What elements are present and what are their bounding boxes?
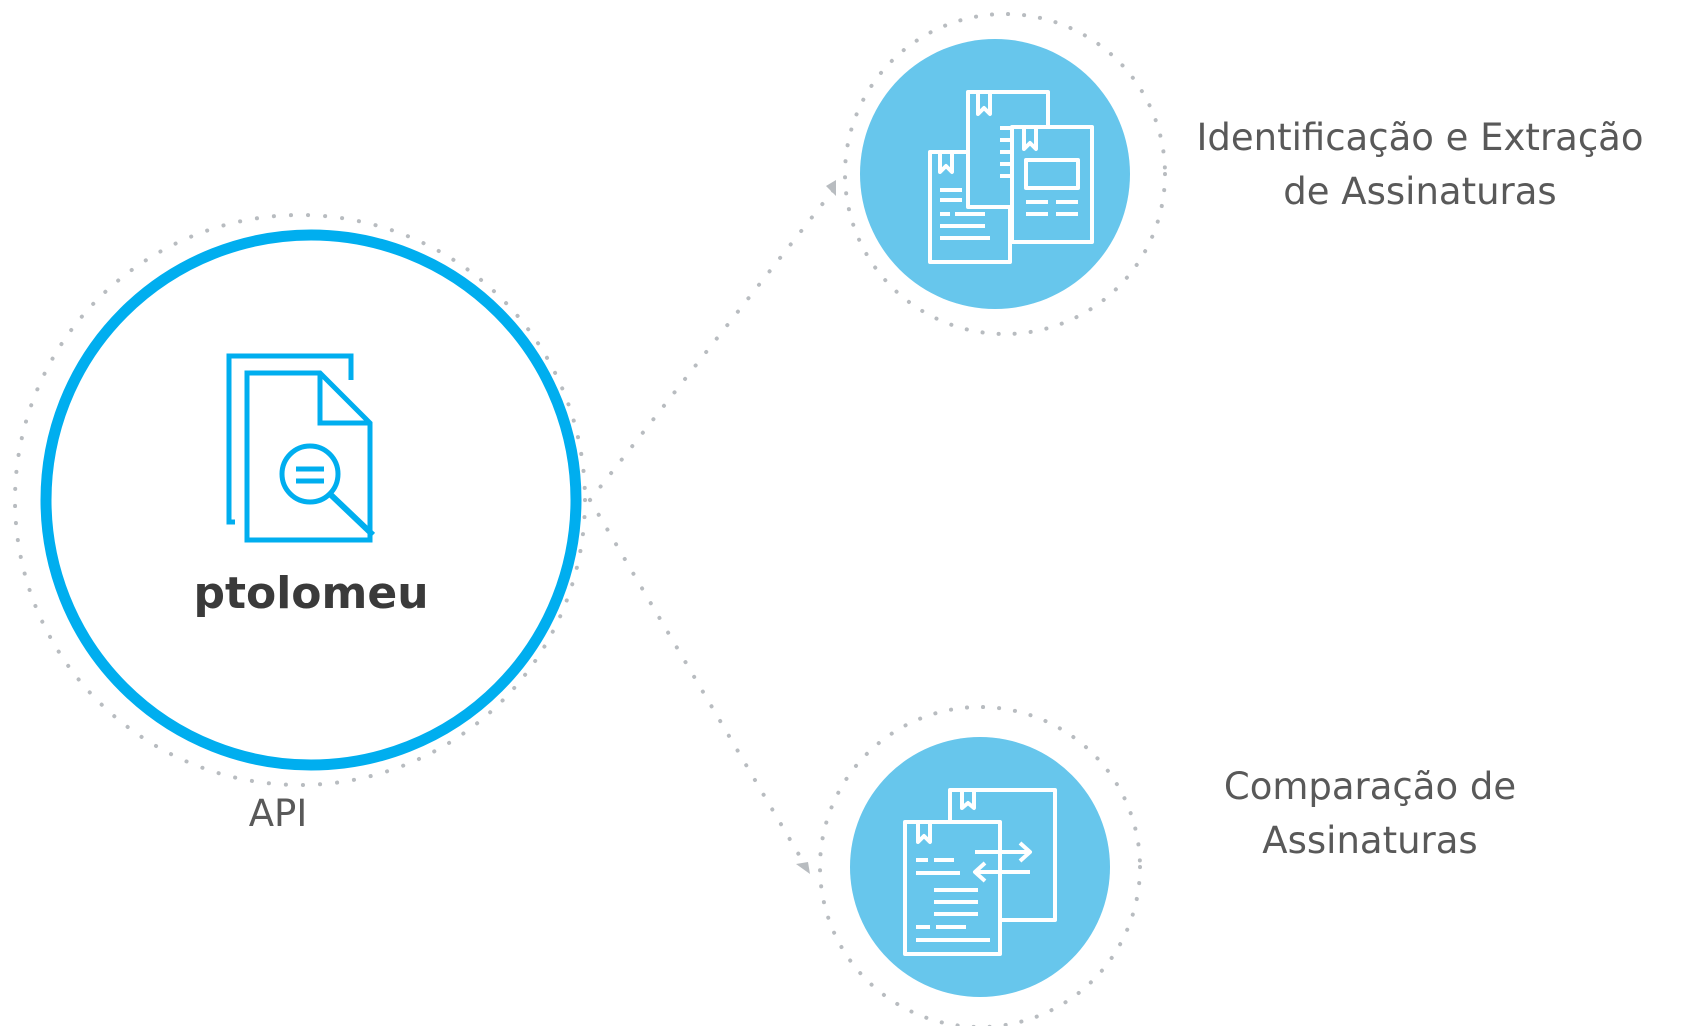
arrowhead-comparison xyxy=(796,862,810,874)
documents-stack-icon xyxy=(928,90,1094,264)
comparison-node xyxy=(818,705,1142,1026)
arrowheads xyxy=(796,180,836,874)
api-dotted-ring xyxy=(13,213,587,787)
extraction-caption: Identificação e Extração de Assinaturas xyxy=(1170,111,1670,219)
extraction-caption-line1: Identificação e Extração xyxy=(1196,116,1644,159)
api-caption-text: API xyxy=(248,792,308,835)
document-search-icon xyxy=(226,353,376,543)
brand-name: ptolomeu xyxy=(193,568,428,619)
connectors xyxy=(588,186,837,867)
documents-compare-icon xyxy=(903,788,1057,956)
extraction-caption-line2: de Assinaturas xyxy=(1283,170,1557,213)
comparison-caption-line1: Comparação de xyxy=(1223,765,1517,808)
arrowhead-extraction xyxy=(826,180,836,196)
connector-to-comparison xyxy=(588,498,807,867)
connector-to-extraction xyxy=(588,186,837,502)
extraction-node xyxy=(843,12,1167,336)
extraction-dotted-ring xyxy=(843,12,1167,336)
comparison-caption-line2: Assinaturas xyxy=(1262,819,1478,862)
api-node: ptolomeu xyxy=(13,213,587,787)
comparison-dotted-ring xyxy=(818,705,1142,1026)
comparison-caption: Comparação de Assinaturas xyxy=(1170,760,1570,868)
api-caption: API xyxy=(178,787,378,841)
